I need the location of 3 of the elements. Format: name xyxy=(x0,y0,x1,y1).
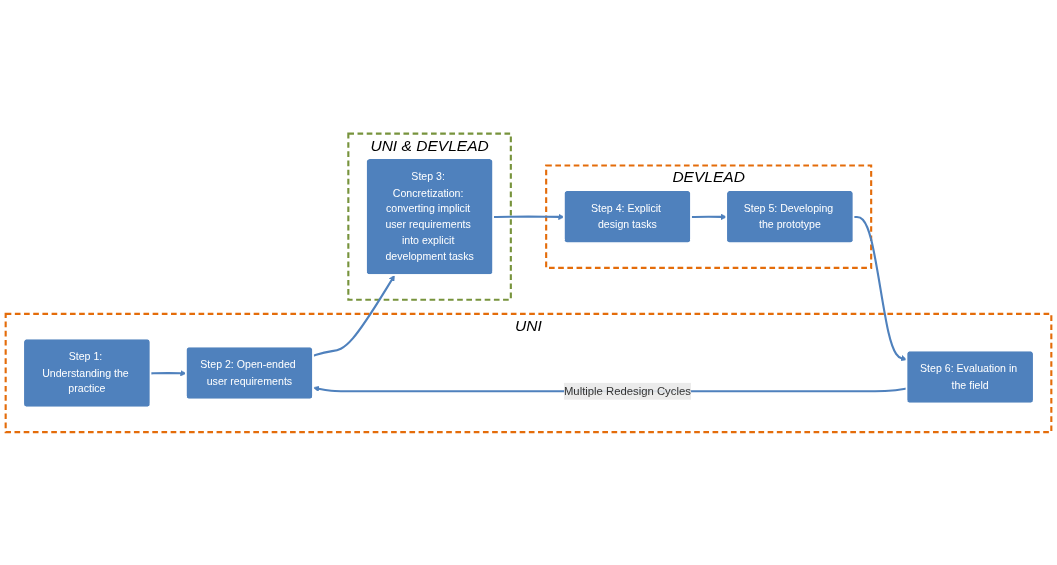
arrow xyxy=(313,274,395,357)
arrow xyxy=(691,213,727,220)
edge-label: Multiple Redesign Cycles xyxy=(563,384,691,397)
